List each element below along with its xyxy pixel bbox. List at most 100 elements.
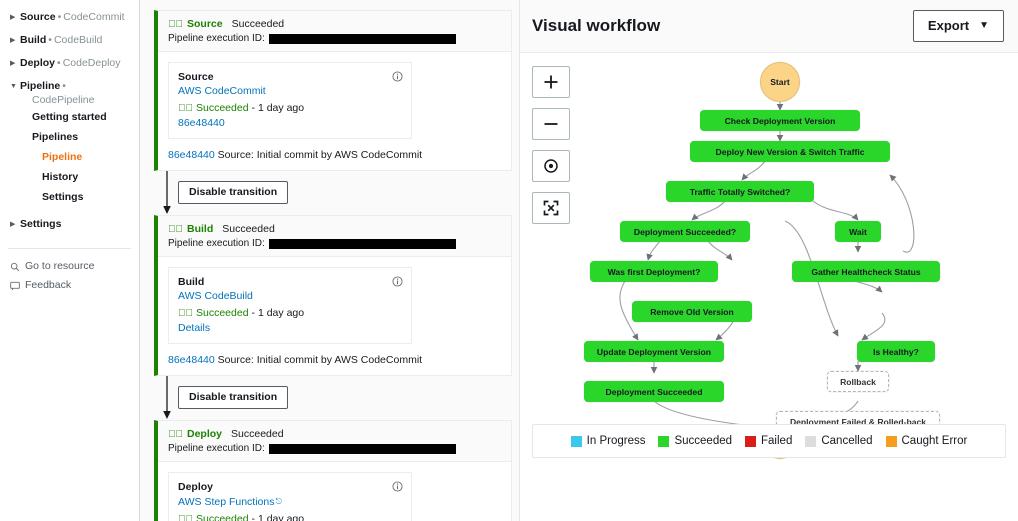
workflow-node-deployment-succeeded[interactable]: Deployment Succeeded <box>584 381 724 402</box>
zoom-controls <box>532 66 570 234</box>
chevron-down-icon: ▼ <box>10 83 17 90</box>
fit-screen-icon <box>543 200 559 216</box>
legend-item-succeeded: Succeeded <box>658 435 732 448</box>
disable-transition-button[interactable]: Disable transition <box>178 386 289 409</box>
legend-swatch-in-progress <box>570 435 582 447</box>
workflow-node-was-first-deployment[interactable]: Was first Deployment? <box>590 261 718 282</box>
action-title: Source <box>178 71 214 83</box>
sidebar-service-list: ▶ Source • CodeCommit ▶ Build • CodeBuil… <box>0 6 139 236</box>
action-status: ✓⃝ Succeeded - 1 day ago <box>178 306 402 321</box>
execution-id-label: Pipeline execution ID: <box>168 238 265 249</box>
center-button[interactable] <box>532 150 570 182</box>
commit-message: Source: Initial commit by AWS CodeCommit <box>217 354 423 366</box>
action-status: ✓⃝ Succeeded - 1 day ago <box>178 101 402 116</box>
workflow-node-update-deployment-version[interactable]: Update Deployment Version <box>584 341 724 362</box>
sidebar-go-to-resource[interactable]: Go to resource <box>0 257 139 276</box>
workflow-header: Visual workflow Export ▼ <box>520 0 1018 53</box>
legend-label-caught-error: Caught Error <box>901 434 968 447</box>
sidebar-item-build-label: Build <box>20 34 47 46</box>
legend-swatch-failed <box>745 435 757 447</box>
workflow-node-deploy-new-version[interactable]: Deploy New Version & Switch Traffic <box>690 141 890 162</box>
sidebar-item-pipeline-service: CodePipeline <box>32 94 95 106</box>
sidebar-feedback[interactable]: Feedback <box>0 276 139 295</box>
sidebar-item-pipeline-label: Pipeline <box>20 80 61 92</box>
sidebar-item-pipelines[interactable]: Pipelines <box>32 131 79 143</box>
action-card[interactable]: Build AWS CodeBuild ✓⃝ Succeeded - 1 day… <box>168 267 412 344</box>
commit-line: 86e48440 Source: Initial commit by AWS C… <box>168 148 501 162</box>
legend-item-cancelled: Cancelled <box>805 435 873 448</box>
check-circle-icon: ✓⃝ <box>168 223 183 235</box>
legend-label-succeeded: Succeeded <box>674 434 733 447</box>
stage-header: ✓⃝ Build Succeeded Pipeline execution ID… <box>158 216 511 257</box>
action-status-text: Succeeded <box>196 513 249 521</box>
commit-sha[interactable]: 86e48440 <box>168 149 215 161</box>
sidebar-item-deploy[interactable]: ▶ Deploy • CodeDeploy <box>10 52 139 75</box>
zoom-out-icon <box>544 123 558 125</box>
sidebar-go-to-resource-label: Go to resource <box>25 260 95 272</box>
stage-name: Build <box>187 223 214 235</box>
sidebar-item-deploy-service: CodeDeploy <box>62 57 121 69</box>
workflow-node-gather-healthcheck-status[interactable]: Gather Healthcheck Status <box>792 261 940 282</box>
zoom-in-button[interactable] <box>532 66 570 98</box>
sidebar-item-settings-sub[interactable]: Settings <box>42 191 84 203</box>
action-title: Deploy <box>178 481 214 493</box>
stage-name: Source <box>187 18 223 30</box>
separator-dot: • <box>57 11 62 23</box>
commit-sha[interactable]: 86e48440 <box>168 354 215 366</box>
zoom-out-button[interactable] <box>532 108 570 140</box>
sidebar-item-pipeline-active[interactable]: Pipeline <box>42 151 83 163</box>
action-card[interactable]: Source AWS CodeCommit ✓⃝ Succeeded - 1 d… <box>168 62 412 139</box>
workflow-canvas[interactable]: Start Check Deployment Version Deploy Ne… <box>520 53 1018 468</box>
visual-workflow-panel: Visual workflow Export ▼ <box>520 0 1018 521</box>
workflow-node-check-deployment-version[interactable]: Check Deployment Version <box>700 110 860 131</box>
action-title: Build <box>178 276 205 288</box>
sidebar-item-getting-started[interactable]: Getting started <box>32 111 107 123</box>
chevron-right-icon: ▶ <box>10 14 16 21</box>
stage-header: ✓⃝ Source Succeeded Pipeline execution I… <box>158 11 511 52</box>
stage-status: Succeeded <box>231 428 284 440</box>
action-provider-link[interactable]: AWS CodeCommit <box>178 85 266 97</box>
workflow-node-deployment-succeeded-q[interactable]: Deployment Succeeded? <box>620 221 750 242</box>
workflow-node-wait[interactable]: Wait <box>835 221 881 242</box>
action-sub-link[interactable]: 86e48440 <box>178 117 225 129</box>
action-sub-link[interactable]: Details <box>178 322 211 334</box>
action-provider-link[interactable]: AWS CodeBuild <box>178 290 253 302</box>
legend-label-failed: Failed <box>761 434 793 447</box>
workflow-node-is-healthy[interactable]: Is Healthy? <box>857 341 935 362</box>
sidebar-item-source-service: CodeCommit <box>63 11 125 23</box>
disable-transition-button[interactable]: Disable transition <box>178 181 289 204</box>
action-status-time: - 1 day ago <box>251 513 305 521</box>
legend-item-failed: Failed <box>745 435 792 448</box>
action-card[interactable]: Deploy AWS Step Functions⎋ ✓⃝ Succeeded … <box>168 472 412 521</box>
export-button[interactable]: Export ▼ <box>912 10 1004 42</box>
sidebar-item-history[interactable]: History <box>42 171 79 183</box>
workflow-node-start[interactable]: Start <box>760 62 800 102</box>
info-icon[interactable] <box>392 481 403 492</box>
separator-dot: • <box>62 80 66 92</box>
action-status-text: Succeeded <box>196 307 249 319</box>
pipeline-stage-deploy: ✓⃝ Deploy Succeeded Pipeline execution I… <box>154 420 512 521</box>
sidebar-item-pipeline[interactable]: ▼ Pipeline • <box>10 75 139 94</box>
stage-status: Succeeded <box>222 223 275 235</box>
workflow-node-rollback[interactable]: Rollback <box>827 371 889 392</box>
legend-item-caught-error: Caught Error <box>885 434 968 448</box>
workflow-node-remove-old-version[interactable]: Remove Old Version <box>632 301 752 322</box>
workflow-node-traffic-totally-switched[interactable]: Traffic Totally Switched? <box>666 181 814 202</box>
info-icon[interactable] <box>392 71 403 82</box>
action-provider-link[interactable]: AWS Step Functions⎋ <box>178 494 402 510</box>
check-circle-icon: ✓⃝ <box>168 428 183 440</box>
info-icon[interactable] <box>392 276 403 287</box>
sidebar-item-settings-root-label: Settings <box>20 218 62 230</box>
stage-transition-2: Disable transition <box>154 376 512 420</box>
execution-id-redacted <box>268 33 456 44</box>
sidebar-item-source[interactable]: ▶ Source • CodeCommit <box>10 6 139 29</box>
check-circle-icon: ✓⃝ <box>168 18 183 30</box>
pipeline-stages-panel[interactable]: ✓⃝ Source Succeeded Pipeline execution I… <box>140 0 520 521</box>
stage-body: Source AWS CodeCommit ✓⃝ Succeeded - 1 d… <box>158 52 511 170</box>
sidebar-item-build[interactable]: ▶ Build • CodeBuild <box>10 29 139 52</box>
sidebar-item-settings-root[interactable]: ▶ Settings <box>10 213 139 236</box>
legend-item-in-progress: In Progress <box>570 435 645 448</box>
execution-id-label: Pipeline execution ID: <box>168 33 265 44</box>
fit-screen-button[interactable] <box>532 192 570 224</box>
feedback-icon <box>10 281 20 291</box>
